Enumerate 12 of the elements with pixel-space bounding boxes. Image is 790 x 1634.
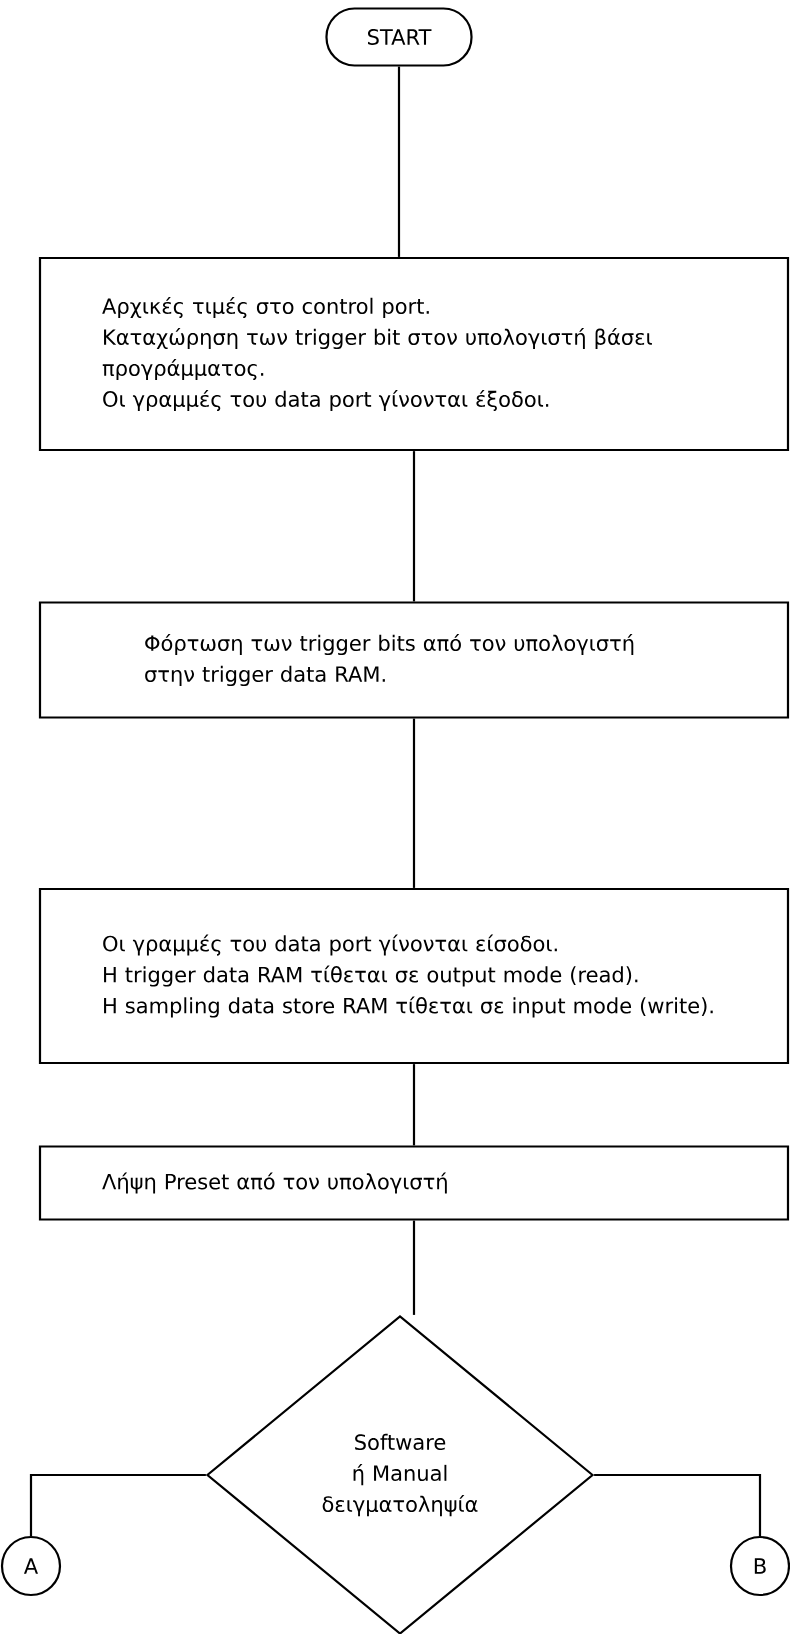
process-box: Οι γραμμές του data port γίνονται είσοδοι. Η trigger data RAM τίθεται σε output mode (read). Η sampling data store RAM τίθεται σε input mode (write). <box>38 887 790 1065</box>
process-box: Αρχικές τιμές στο control port. Καταχώρηση των trigger bit στον υπολογιστή βάσει προγράμματος. Οι γραμμές του data port γίνονται έξοδοι. <box>38 256 790 452</box>
connector-line <box>412 1220 416 1315</box>
connector-line <box>412 718 416 888</box>
process-box: Φόρτωση των trigger bits από τον υπολογιστή στην trigger data RAM. <box>38 601 790 719</box>
process-box: Λήψη Preset από τον υπολογιστή <box>38 1145 790 1221</box>
connector-line <box>412 451 416 602</box>
connector-line <box>594 1473 762 1536</box>
connector-line <box>397 66 401 257</box>
connector-line <box>29 1473 206 1536</box>
connector-line <box>412 1064 416 1146</box>
start-terminal: START <box>325 7 473 67</box>
